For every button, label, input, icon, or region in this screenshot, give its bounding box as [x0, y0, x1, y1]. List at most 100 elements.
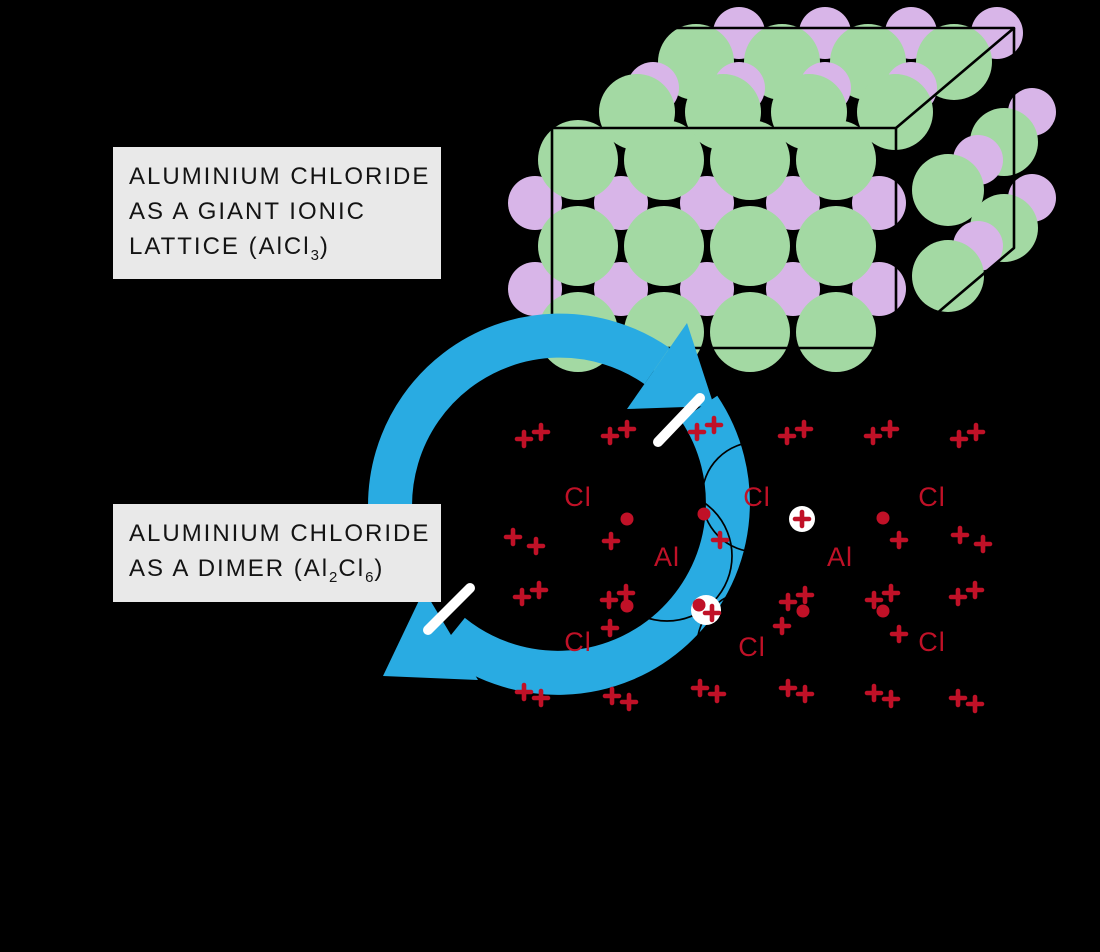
electron-cross	[620, 422, 634, 436]
chloride-sphere	[912, 154, 984, 226]
chloride-sphere	[538, 120, 618, 200]
electron-cross	[952, 432, 966, 446]
electron-dot	[876, 604, 890, 618]
cycle-arrows	[368, 313, 750, 695]
chloride-sphere	[710, 206, 790, 286]
chloride-sphere	[624, 120, 704, 200]
lattice-label-box: ALUMINIUM CHLORIDE AS A GIANT IONIC LATT…	[113, 147, 441, 280]
lattice-label-line2: AS A GIANT IONIC	[129, 197, 366, 225]
atom-label: Cl	[738, 632, 766, 662]
electron-cross	[867, 686, 881, 700]
electron-cross	[798, 687, 812, 701]
valence-shell-circle	[701, 441, 813, 553]
electron-cross	[517, 432, 531, 446]
electron-dot	[620, 599, 634, 613]
atom-label: Al	[827, 542, 853, 572]
chloride-sphere	[624, 206, 704, 286]
electron-cross	[892, 627, 906, 641]
dimer-formula-prefix: AS A DIMER (Al	[129, 554, 330, 582]
electron-cross	[798, 588, 812, 602]
atom-label: Al	[654, 542, 680, 572]
cycle-arrow-top-arc	[368, 313, 670, 571]
valence-shell-circle	[601, 490, 733, 622]
valence-shell-circle	[696, 590, 808, 702]
electron-cross	[780, 429, 794, 443]
aluminium-sphere	[508, 262, 562, 316]
dimer-formula-subscript-1: 2	[329, 568, 339, 586]
aluminium-sphere	[508, 176, 562, 230]
electron-cross	[605, 689, 619, 703]
electron-cross	[892, 533, 906, 547]
dimer-formula-mid: Cl	[338, 554, 366, 582]
atom-label: Cl	[918, 482, 946, 512]
chloride-sphere	[796, 120, 876, 200]
atom-label: Cl	[918, 627, 946, 657]
lattice-formula-suffix: )	[319, 232, 330, 260]
electron-cross	[969, 425, 983, 439]
electron-cross	[775, 619, 789, 633]
ionic-lattice-model	[508, 7, 1056, 372]
dative-pair-highlight	[789, 506, 815, 532]
dot-cross-diagram: Cl Cl Cl Al Al Cl Cl Cl	[506, 418, 990, 711]
atom-label: Cl	[564, 482, 592, 512]
chloride-sphere	[710, 120, 790, 200]
electron-cross	[622, 695, 636, 709]
aluminium-sphere	[766, 262, 820, 316]
lattice-label-line3: LATTICE (AlCl3)	[129, 230, 425, 267]
chloride-sphere	[857, 74, 933, 150]
cycle-arrowhead-top	[627, 323, 714, 409]
lattice-label-line1: ALUMINIUM CHLORIDE	[129, 163, 431, 190]
electron-cross	[951, 691, 965, 705]
electron-dot	[697, 507, 711, 521]
dimer-formula-subscript-2: 6	[365, 568, 375, 586]
aluminium-sphere	[680, 176, 734, 230]
cycle-arrowhead-bottom	[383, 590, 478, 680]
electron-cross	[619, 586, 633, 600]
chloride-sphere	[538, 206, 618, 286]
electron-cross	[534, 425, 548, 439]
atom-label: Cl	[564, 627, 592, 657]
aluminium-sphere	[594, 176, 648, 230]
electron-cross	[883, 422, 897, 436]
dative-pair-highlight	[691, 595, 721, 625]
electron-cross	[603, 621, 617, 635]
lattice-formula-prefix: LATTICE (AlCl	[129, 232, 311, 260]
atom-label: Cl	[743, 482, 771, 512]
cycle-arrow-bottom-arc	[437, 395, 750, 695]
chloride-sphere	[710, 292, 790, 372]
electron-cross	[506, 530, 520, 544]
aluminium-sphere	[594, 262, 648, 316]
aluminium-sphere	[766, 176, 820, 230]
electron-cross	[532, 583, 546, 597]
electron-cross	[968, 697, 982, 711]
electron-cross	[953, 528, 967, 542]
lattice-box-right-edge	[895, 28, 1016, 349]
electron-cross	[797, 422, 811, 436]
dimer-label-line1: ALUMINIUM CHLORIDE	[129, 520, 431, 547]
electron-cross	[602, 593, 616, 607]
electron-cross	[951, 590, 965, 604]
chloride-sphere	[796, 292, 876, 372]
electron-cross	[529, 539, 543, 553]
electron-cross	[968, 583, 982, 597]
valence-shell-circle	[777, 493, 903, 619]
dimer-formula-suffix: )	[374, 554, 385, 582]
electron-cross	[515, 590, 529, 604]
chloride-sphere	[796, 206, 876, 286]
electron-cross	[604, 534, 618, 548]
electron-cross	[693, 681, 707, 695]
aluminium-sphere	[852, 176, 906, 230]
lattice-box-top-edge	[551, 26, 1016, 129]
arrow-notch-bottom	[423, 583, 475, 635]
aluminium-sphere	[680, 262, 734, 316]
arrow-notch-top	[653, 393, 705, 447]
aluminium-sphere	[852, 262, 906, 316]
electron-cross	[976, 537, 990, 551]
lattice-formula-subscript: 3	[310, 246, 320, 264]
electron-cross	[710, 687, 724, 701]
electron-dot	[876, 511, 890, 525]
electron-dot	[692, 598, 706, 612]
chloride-sphere	[912, 240, 984, 312]
